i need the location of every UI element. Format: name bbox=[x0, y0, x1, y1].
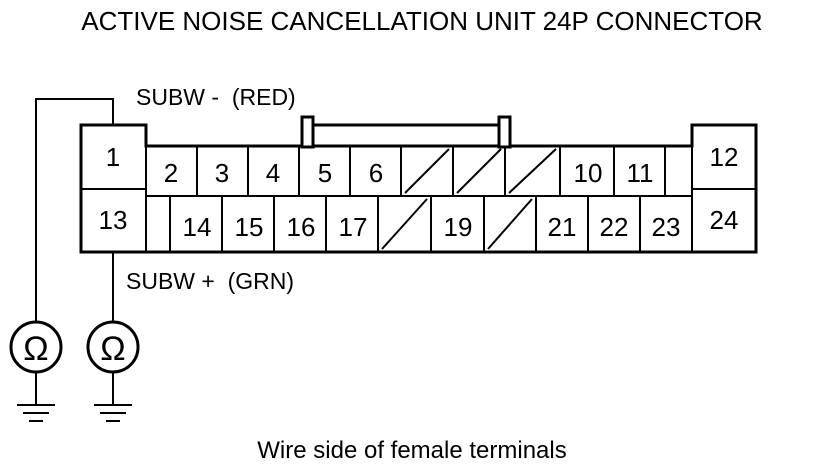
ground-icon bbox=[94, 372, 132, 422]
terminal-grid bbox=[81, 125, 756, 252]
ohmmeter-icon: Ω bbox=[86, 320, 140, 374]
terminal-5: 5 bbox=[318, 158, 332, 188]
terminal-22: 22 bbox=[600, 212, 629, 242]
terminal-24: 24 bbox=[710, 205, 739, 235]
diagram-caption: Wire side of female terminals bbox=[257, 437, 566, 464]
connector-lock-tab bbox=[300, 115, 512, 149]
ohm-symbol: Ω bbox=[100, 330, 125, 368]
terminal-3: 3 bbox=[215, 158, 229, 188]
empty-cavity-9 bbox=[508, 148, 557, 194]
terminal-16: 16 bbox=[287, 212, 316, 242]
terminal-19: 19 bbox=[444, 212, 473, 242]
terminal-23: 23 bbox=[652, 212, 681, 242]
terminal-12: 12 bbox=[710, 142, 739, 172]
empty-cavity-7 bbox=[404, 148, 450, 194]
empty-cavity-8 bbox=[456, 148, 502, 194]
empty-cavity-18 bbox=[381, 198, 428, 250]
terminal-1: 1 bbox=[106, 142, 120, 172]
wire-subw-minus bbox=[35, 98, 114, 322]
terminal-21: 21 bbox=[548, 212, 577, 242]
diagram-title: ACTIVE NOISE CANCELLATION UNIT 24P CONNE… bbox=[81, 6, 762, 36]
ohm-symbol: Ω bbox=[23, 330, 48, 368]
terminal-13: 13 bbox=[99, 205, 128, 235]
ground-icon bbox=[17, 372, 55, 422]
label-subw-plus: SUBW + (GRN) bbox=[126, 268, 294, 294]
terminal-17: 17 bbox=[339, 212, 368, 242]
terminal-15: 15 bbox=[235, 212, 264, 242]
empty-cavity-20 bbox=[487, 198, 533, 250]
terminal-4: 4 bbox=[266, 158, 280, 188]
label-subw-minus: SUBW - (RED) bbox=[136, 84, 296, 110]
terminal-14: 14 bbox=[183, 212, 212, 242]
terminal-6: 6 bbox=[369, 158, 383, 188]
ohmmeter-icon: Ω bbox=[9, 320, 63, 374]
terminal-10: 10 bbox=[574, 158, 603, 188]
terminal-2: 2 bbox=[164, 158, 178, 188]
terminal-11: 11 bbox=[627, 158, 654, 188]
